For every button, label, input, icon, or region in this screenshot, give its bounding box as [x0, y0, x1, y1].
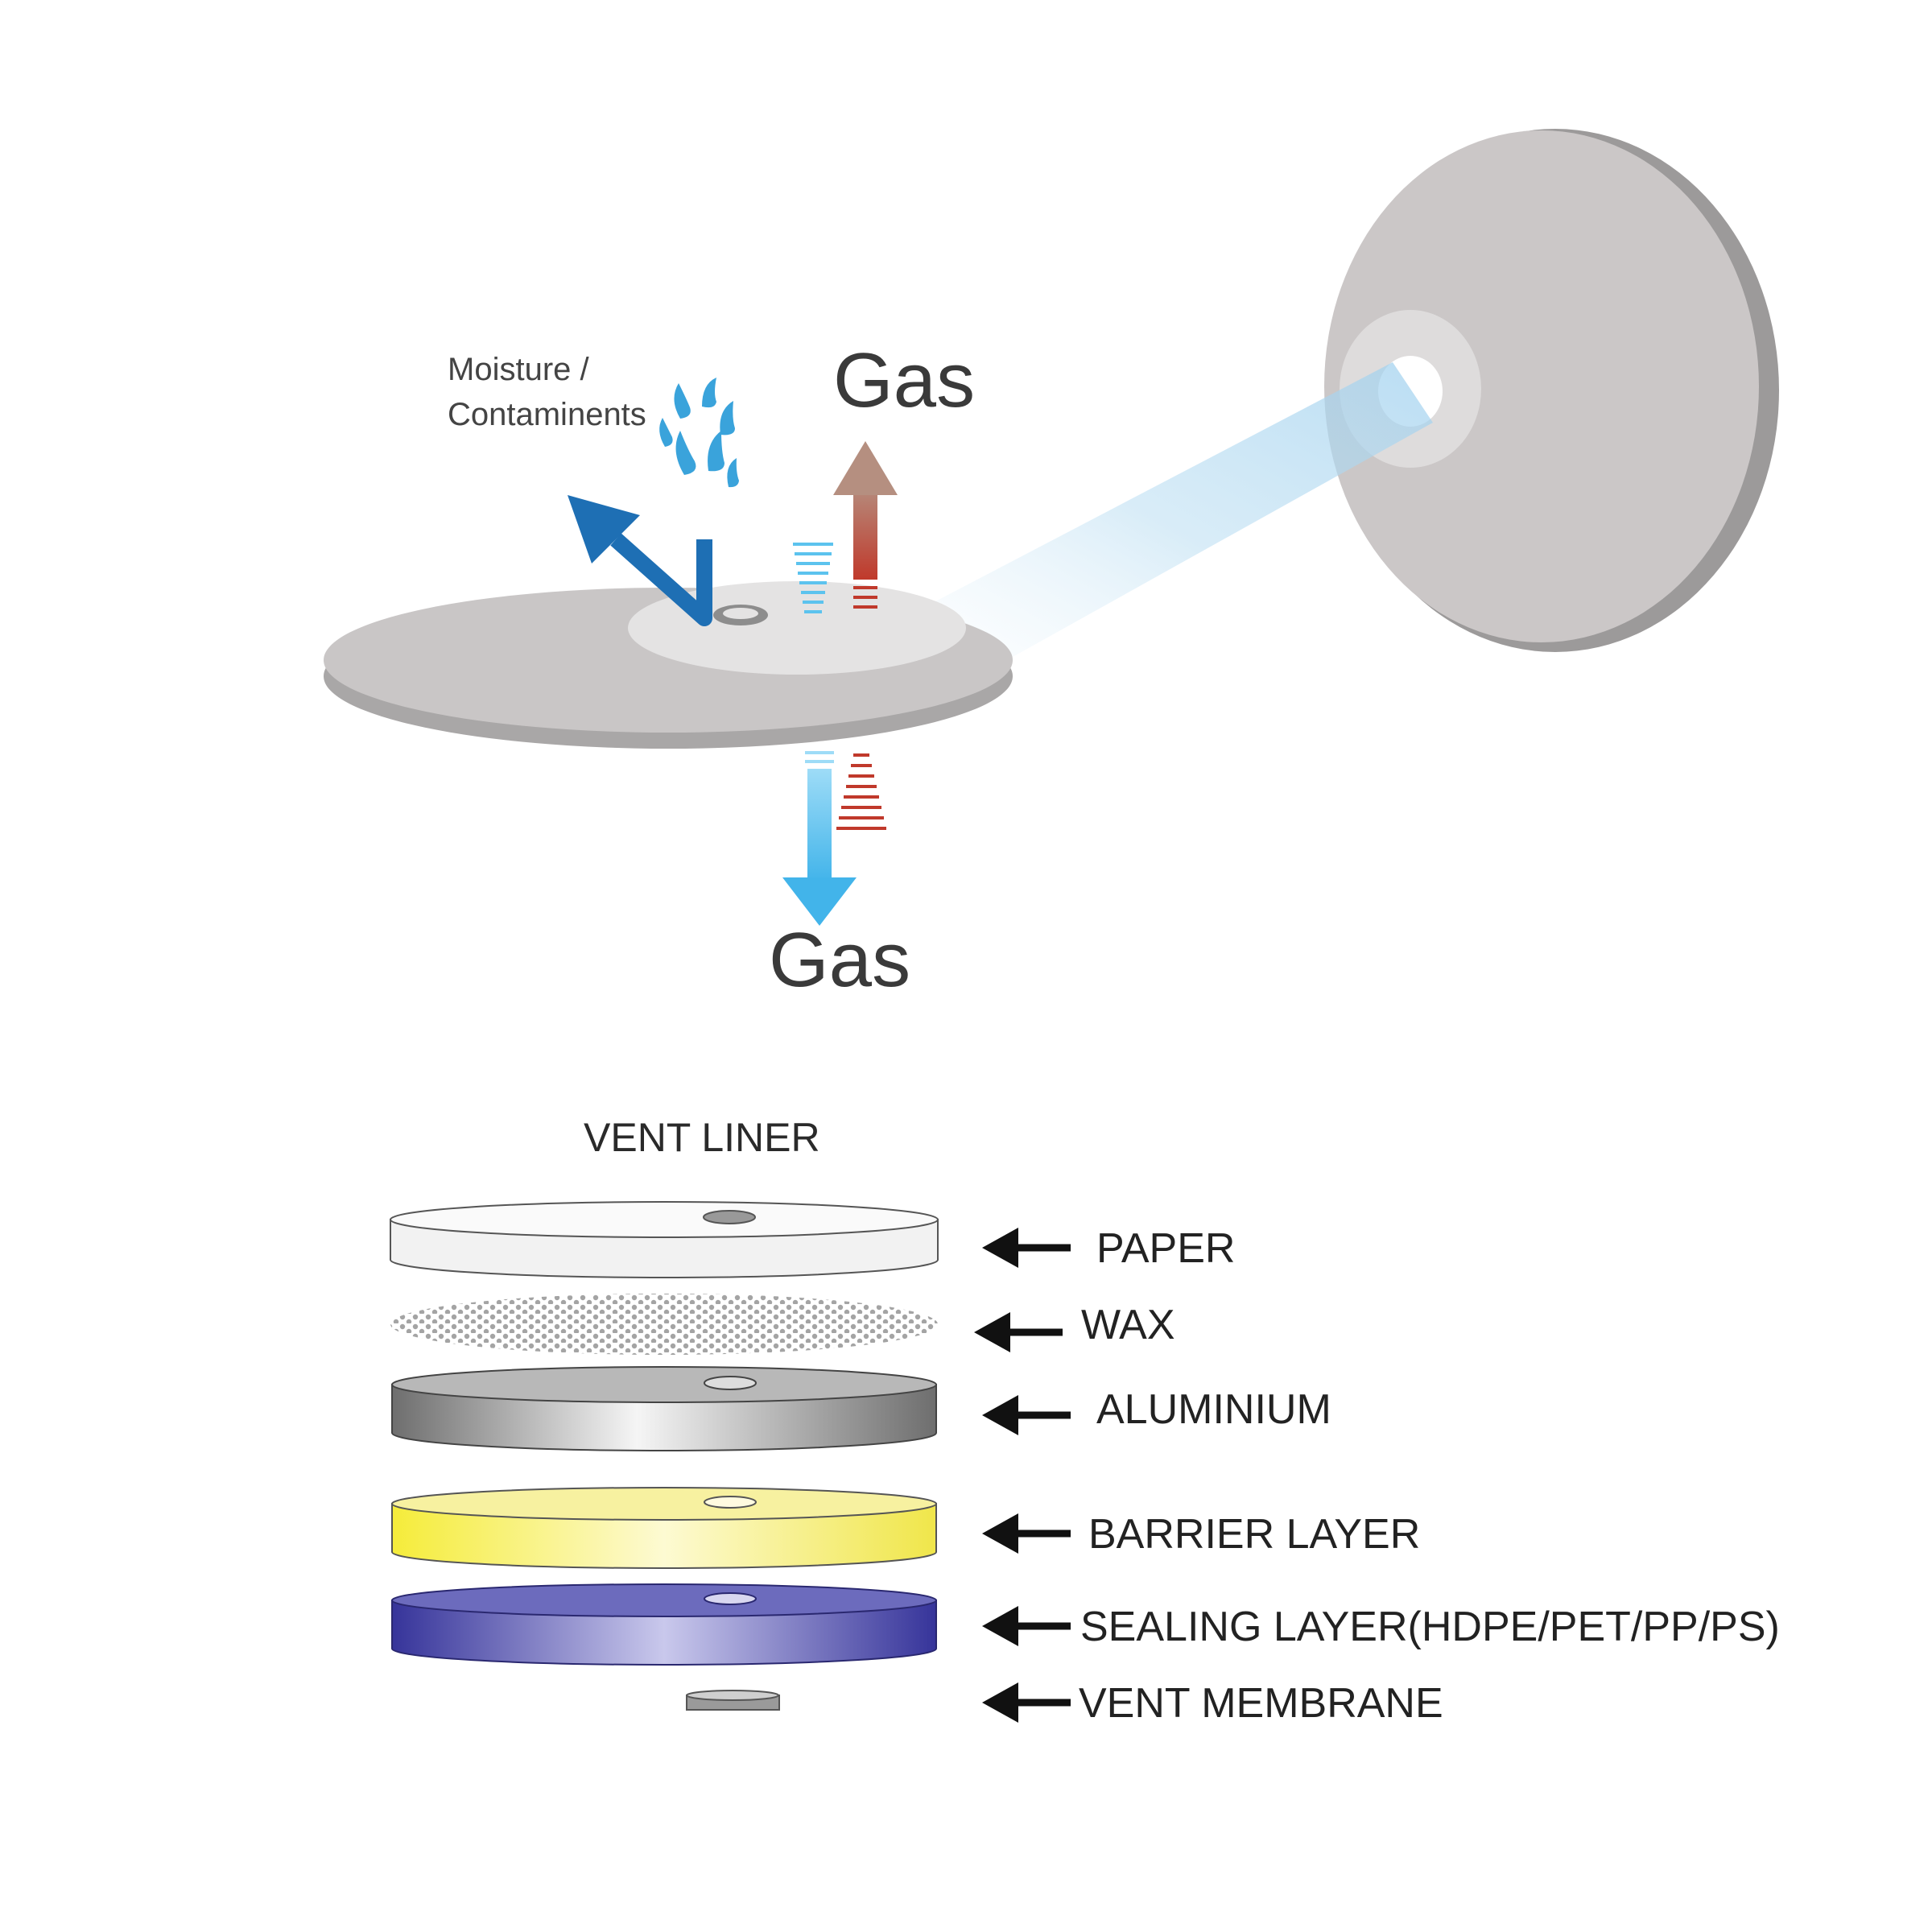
layer-aluminium — [391, 1366, 937, 1451]
water-droplets-icon — [659, 378, 739, 488]
moisture-arrow — [568, 495, 712, 626]
layer-label-membrane: VENT MEMBRANE — [1079, 1680, 1443, 1727]
gas-red-bars-bottom — [836, 753, 886, 830]
layer-label-sealing: SEALING LAYER(HDPE/PET/PP/PS) — [1080, 1604, 1780, 1650]
layer-paper — [390, 1201, 939, 1278]
arrow-left-icon — [982, 1395, 1071, 1435]
magnify-beam — [869, 362, 1433, 676]
gas-up-label: Gas — [833, 337, 975, 423]
layer-label-barrier: BARRIER LAYER — [1088, 1511, 1420, 1558]
vent-liner-title: VENT LINER — [584, 1115, 820, 1160]
gas-up-arrow — [833, 441, 898, 609]
gas-down-arrow — [782, 751, 857, 926]
layer-barrier — [391, 1487, 937, 1569]
arrow-left-icon — [982, 1606, 1071, 1646]
arrow-left-icon — [982, 1682, 1071, 1723]
layer-stack: VENT LINER — [390, 1115, 1780, 1727]
layer-labels: PAPER WAX ALUMINIUM BARRIER LAYER SEALIN… — [974, 1225, 1780, 1727]
layer-membrane — [686, 1690, 780, 1711]
layer-sealing — [391, 1583, 937, 1666]
layer-label-paper: PAPER — [1096, 1225, 1235, 1272]
top-illustration: Moisture / Contaminents Gas Gas — [324, 129, 1779, 1003]
gas-down-label: Gas — [769, 917, 910, 1003]
arrow-left-icon — [982, 1513, 1071, 1554]
lying-disc — [324, 581, 1013, 749]
layer-label-wax: WAX — [1081, 1302, 1175, 1348]
layer-label-aluminium: ALUMINIUM — [1096, 1386, 1331, 1433]
layer-wax — [390, 1294, 938, 1355]
moisture-label-line2: Contaminents — [448, 397, 646, 432]
moisture-label-line1: Moisture / — [448, 352, 589, 387]
arrow-left-icon — [974, 1312, 1063, 1352]
gas-blue-bars-top — [793, 543, 833, 613]
arrow-left-icon — [982, 1228, 1071, 1268]
